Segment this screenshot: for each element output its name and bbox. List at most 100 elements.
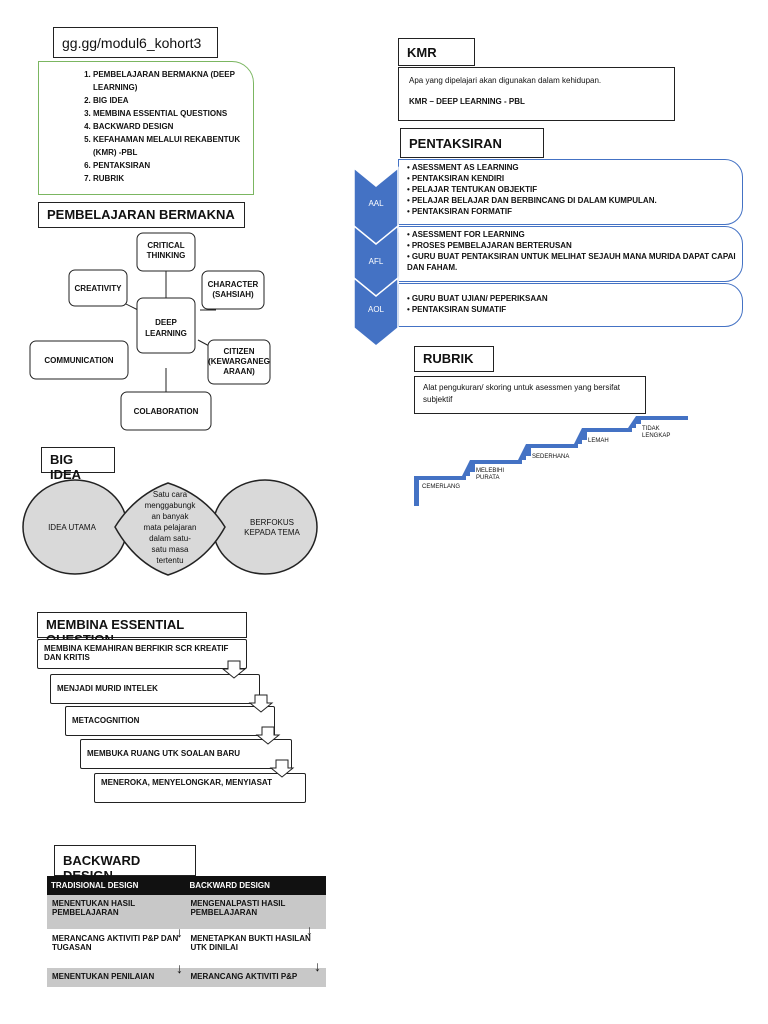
down-arrow-icon [248, 694, 274, 713]
stair-label: LEMAH [588, 438, 609, 444]
step-arrows [221, 660, 295, 778]
creativity-label: CREATIVITY [75, 284, 123, 293]
list-item: MEMBINA ESSENTIAL QUESTIONS [93, 107, 253, 120]
idea-utama-label: IDEA UTAMA [48, 523, 97, 532]
berfokus-label-1: BERFOKUS [250, 518, 294, 527]
communication-label: COMMUNICATION [44, 356, 113, 365]
stair-step [414, 476, 466, 506]
citizen-label-3: ARAAN) [223, 367, 255, 376]
collaboration-node [120, 391, 212, 431]
critical-label-1: CRITICAL [147, 241, 184, 250]
stair-step [636, 416, 688, 424]
deep-label-1: DEEP [155, 318, 177, 327]
bermakna-title: PEMBELAJARAN BERMAKNA [38, 202, 245, 228]
down-arrow-icon: ↓ [176, 924, 183, 940]
down-arrow-icon [255, 726, 281, 745]
stair-step [582, 428, 632, 440]
table-cell: MERANCANG AKTIVITI P&P DAN TUGASAN [47, 929, 186, 968]
middle-label: satu masa [152, 545, 189, 554]
critical-thinking-node [136, 232, 196, 272]
stair-label: PURATA [476, 475, 499, 481]
stair-step [526, 444, 578, 456]
berfokus-label-2: KEPADA TEMA [244, 528, 300, 537]
backward-title: BACKWARD DESIGN [54, 845, 196, 883]
list-item: ASESSMENT FOR LEARNING [407, 229, 742, 240]
list-item: ASESSMENT AS LEARNING [407, 162, 742, 173]
table-cell: MENETAPKAN BUKTI HASILAN UTK DINILAI [185, 929, 326, 968]
stair-label: CEMERLANG [422, 484, 460, 490]
list-item: RUBRIK [93, 172, 253, 185]
list-item: PENTAKSIRAN SUMATIF [407, 304, 742, 315]
list-item: PEMBELAJARAN BERMAKNA (DEEP LEARNING) [93, 68, 253, 94]
essential-step: MEMBUKA RUANG UTK SOALAN BARU [80, 739, 292, 769]
table-header: BACKWARD DESIGN [185, 876, 326, 895]
list-item: BIG IDEA [93, 94, 253, 107]
aal-band: ASESSMENT AS LEARNING PENTAKSIRAN KENDIR… [398, 159, 743, 225]
table-cell: MENENTUKAN PENILAIAN [47, 967, 186, 988]
stair-step [470, 460, 522, 472]
link-title: gg.gg/modul6_kohort3 [53, 27, 218, 58]
afl-label: AFL [369, 257, 384, 266]
critical-label-2: THINKING [147, 251, 186, 260]
kmr-title: KMR [398, 38, 475, 66]
down-arrow-icon [269, 759, 295, 778]
communication-node [29, 340, 129, 380]
middle-shape [114, 482, 226, 576]
character-label-1: CHARACTER [208, 280, 259, 289]
rubrik-title: RUBRIK [414, 346, 494, 372]
list-item: PENTAKSIRAN KENDIRI [407, 173, 742, 184]
kmr-line2: KMR – DEEP LEARNING - PBL [409, 97, 525, 106]
list-item: PELAJAR TENTUKAN OBJEKTIF [407, 184, 742, 195]
middle-label: dalam satu- [149, 534, 191, 543]
aal-label: AAL [368, 199, 384, 208]
rubrik-staircase: CEMERLANG MELEBIHI PURATA SEDERHANA LEMA… [414, 416, 688, 506]
character-label-2: (SAHSIAH) [212, 290, 254, 299]
essential-step: MENJADI MURID INTELEK [50, 674, 260, 704]
citizen-label-1: CITIZEN [223, 347, 254, 356]
stair-step [628, 416, 636, 428]
stair-step [462, 460, 470, 476]
down-arrow-icon [221, 660, 247, 679]
essential-title: MEMBINA ESSENTIAL QUESTION [37, 612, 247, 647]
list-item: BACKWARD DESIGN [93, 120, 253, 133]
stair-label: TIDAK [642, 426, 660, 432]
deep-learning-node [136, 297, 196, 354]
table-cell: MERANCANG AKTIVITI P&P [185, 967, 326, 988]
creativity-node [68, 269, 128, 307]
character-node [201, 270, 265, 310]
rubrik-desc: Alat pengukuran/ skoring untuk asessmen … [414, 376, 646, 414]
list-item: GURU BUAT PENTAKSIRAN UNTUK MELIHAT SEJA… [407, 251, 742, 273]
down-arrow-icon: ↓ [314, 958, 321, 974]
essential-step: MENEROKA, MENYELONGKAR, MENYIASAT [94, 773, 306, 803]
stair-step [574, 428, 582, 444]
middle-label: mata pelajaran [144, 523, 197, 532]
big-idea-title: BIG IDEA [41, 447, 115, 482]
list-item: PENTAKSIRAN FORMATIF [407, 206, 742, 217]
middle-label: an banyak [152, 512, 190, 521]
table-cell: MENENTUKAN HASIL PEMBELAJARAN [47, 895, 186, 930]
list-item: GURU BUAT UJIAN/ PEPERIKSAAN [407, 293, 742, 304]
middle-label: Satu cara [153, 490, 188, 499]
pentaksiran-title: PENTAKSIRAN [400, 128, 544, 158]
essential-step: MEMBINA KEMAHIRAN BERFIKIR SCR KREATIF D… [37, 639, 247, 669]
kmr-box: Apa yang dipelajari akan digunakan dalam… [398, 67, 675, 121]
stair-step [518, 444, 526, 460]
stair-label: SEDERHANA [532, 454, 569, 460]
big-idea-diagram: IDEA UTAMA BERFOKUS KEPADA TEMA Satu car… [22, 479, 318, 576]
aol-chevron [353, 276, 399, 347]
list-item: PENTAKSIRAN [93, 159, 253, 172]
list-item: KEFAHAMAN MELALUI REKABENTUK (KMR) -PBL [93, 133, 253, 159]
deep-learning-diagram: CRITICAL THINKING CHARACTER (SAHSIAH) CR… [29, 232, 271, 431]
collaboration-label: COLABORATION [134, 407, 199, 416]
citizen-label-2: (KEWARGANEG [208, 357, 270, 366]
citizen-node [207, 339, 271, 385]
deep-label-2: LEARNING [145, 329, 187, 338]
contents-list: PEMBELAJARAN BERMAKNA (DEEP LEARNING) BI… [38, 61, 254, 195]
middle-label: menggabungk [145, 501, 197, 510]
backward-design-table: TRADISIONAL DESIGN BACKWARD DESIGN MENEN… [47, 876, 326, 988]
kmr-line1: Apa yang dipelajari akan digunakan dalam… [409, 76, 602, 85]
stair-label: MELEBIHI [476, 468, 504, 474]
middle-label: tertentu [156, 556, 183, 565]
assessment-chevrons: AAL AFL AOL [353, 166, 399, 347]
down-arrow-icon: ↓ [306, 922, 313, 938]
